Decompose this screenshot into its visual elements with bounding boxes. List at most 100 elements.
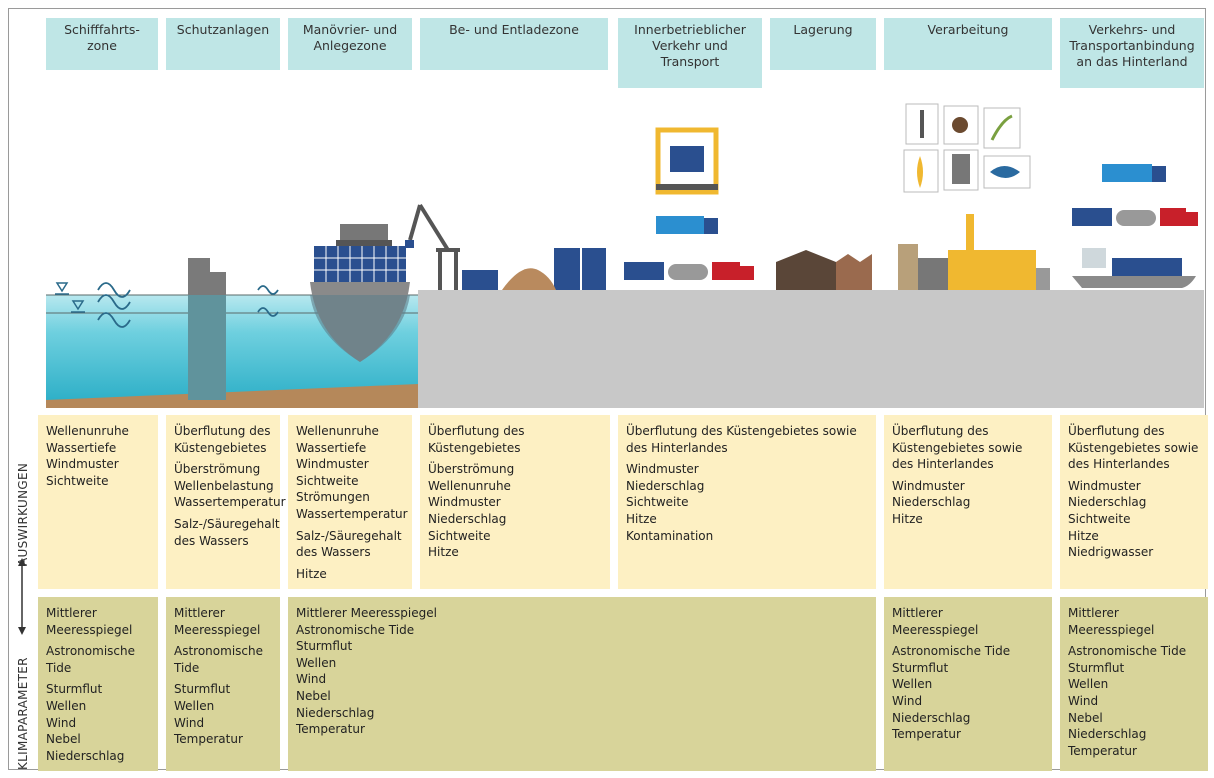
- climate-item: Tide: [174, 660, 200, 675]
- climate-item: Sturmflut: [1068, 660, 1125, 675]
- climate-item: Temperatur: [174, 732, 243, 747]
- impact-item: Windmuster: [892, 478, 965, 493]
- impact-item: Windmuster: [428, 495, 501, 510]
- wave-icons: [97, 282, 279, 328]
- header-be-entladezone: Be- und Entladezone: [420, 18, 608, 70]
- climate-item: Meeresspiegel: [892, 622, 979, 637]
- climate-item: Meeresspiegel: [174, 622, 261, 637]
- truck-icons: [624, 164, 1198, 280]
- impact-item: Küstengebietes: [428, 440, 521, 455]
- impact-item: Windmuster: [296, 457, 369, 472]
- impact-item: Überflutung des: [174, 424, 271, 438]
- header-innerbetrieblicher-verkehr: Innerbetrieblicher Verkehr und Transport: [618, 18, 762, 88]
- impact-item: Wellenunruhe: [46, 424, 129, 438]
- header-hinterland: Verkehrs- und Transportanbindung an das …: [1060, 18, 1204, 88]
- header-schutzanlagen: Schutzanlagen: [166, 18, 280, 70]
- climate-item: Tide: [46, 660, 72, 675]
- header-lagerung: Lagerung: [770, 18, 876, 70]
- factory: [898, 214, 1050, 290]
- impact-item: Salz-/Säuregehalt: [174, 516, 280, 531]
- climate-item: Astronomische Tide: [892, 644, 1011, 659]
- impact-item: Sichtweite: [46, 473, 109, 488]
- climate-item: Niederschlag: [892, 710, 971, 725]
- impact-item: Überströmung: [174, 462, 261, 477]
- impact-item: Wassertemperatur: [296, 506, 408, 521]
- impact-item: Niedrigwasser: [1068, 545, 1154, 560]
- impact-item: Wassertiefe: [296, 440, 367, 455]
- impact-item: Windmuster: [626, 462, 699, 477]
- climate-item: Wellen: [174, 698, 215, 713]
- impact-item: Sichtweite: [626, 495, 689, 510]
- climate-item: Mittlerer: [892, 606, 943, 620]
- climate-item: Astronomische: [174, 644, 263, 659]
- impact-item: Überflutung des Küstengebietes sowie: [626, 424, 857, 438]
- impact-item: Küstengebietes sowie: [892, 440, 1023, 455]
- double-arrow-icon: [18, 558, 26, 635]
- climate-item: Mittlerer: [1068, 606, 1119, 620]
- container-ship: [310, 224, 410, 362]
- impact-item: Windmuster: [46, 457, 119, 472]
- impact-item: Niederschlag: [626, 478, 705, 493]
- impact-item: Hitze: [626, 511, 657, 526]
- climate-item: Astronomische Tide: [1068, 644, 1187, 659]
- impact-item: Überflutung des: [892, 424, 989, 438]
- land-area: [418, 290, 1204, 408]
- impact-item: Wassertiefe: [46, 440, 117, 455]
- climate-item: Astronomische: [46, 644, 135, 659]
- climate-item: Meeresspiegel: [46, 622, 133, 637]
- climate-item: Sturmflut: [174, 682, 231, 697]
- climate-item: Astronomische Tide: [296, 622, 415, 637]
- climate-item: Mittlerer Meeresspiegel: [296, 606, 437, 620]
- climate-item: Wind: [1068, 693, 1099, 708]
- impact-item: Niederschlag: [428, 511, 507, 526]
- impact-item: des Hinterlandes: [892, 457, 994, 472]
- impact-item: Hitze: [1068, 528, 1099, 543]
- impact-item: Strömungen: [296, 490, 370, 505]
- climate-item: Nebel: [46, 732, 81, 747]
- water-level-icons: [55, 282, 85, 313]
- climate-item: Temperatur: [296, 722, 365, 737]
- impact-item: Windmuster: [1068, 478, 1141, 493]
- quay-containers: [462, 248, 606, 290]
- climate-item: Sturmflut: [296, 639, 353, 654]
- header-manoevrierzone: Manövrier- und Anlegezone: [288, 18, 412, 70]
- impact-item: Sichtweite: [296, 473, 359, 488]
- gantry-crane: [655, 127, 719, 195]
- climate-item: Niederschlag: [46, 748, 125, 763]
- climate-item: Wind: [174, 715, 205, 730]
- impact-item: Wellenunruhe: [296, 424, 379, 438]
- climate-item: Sturmflut: [892, 660, 949, 675]
- harbor-crane: [408, 203, 460, 290]
- impact-item: Wassertemperatur: [174, 495, 286, 510]
- warehouse: [776, 250, 872, 290]
- impact-item: des Wassers: [296, 545, 371, 560]
- impact-item: Sichtweite: [428, 528, 491, 543]
- header-schifffahrtszone: Schifffahrts- zone: [46, 18, 158, 70]
- impact-item: Niederschlag: [892, 495, 971, 510]
- impact-item: Niederschlag: [1068, 495, 1147, 510]
